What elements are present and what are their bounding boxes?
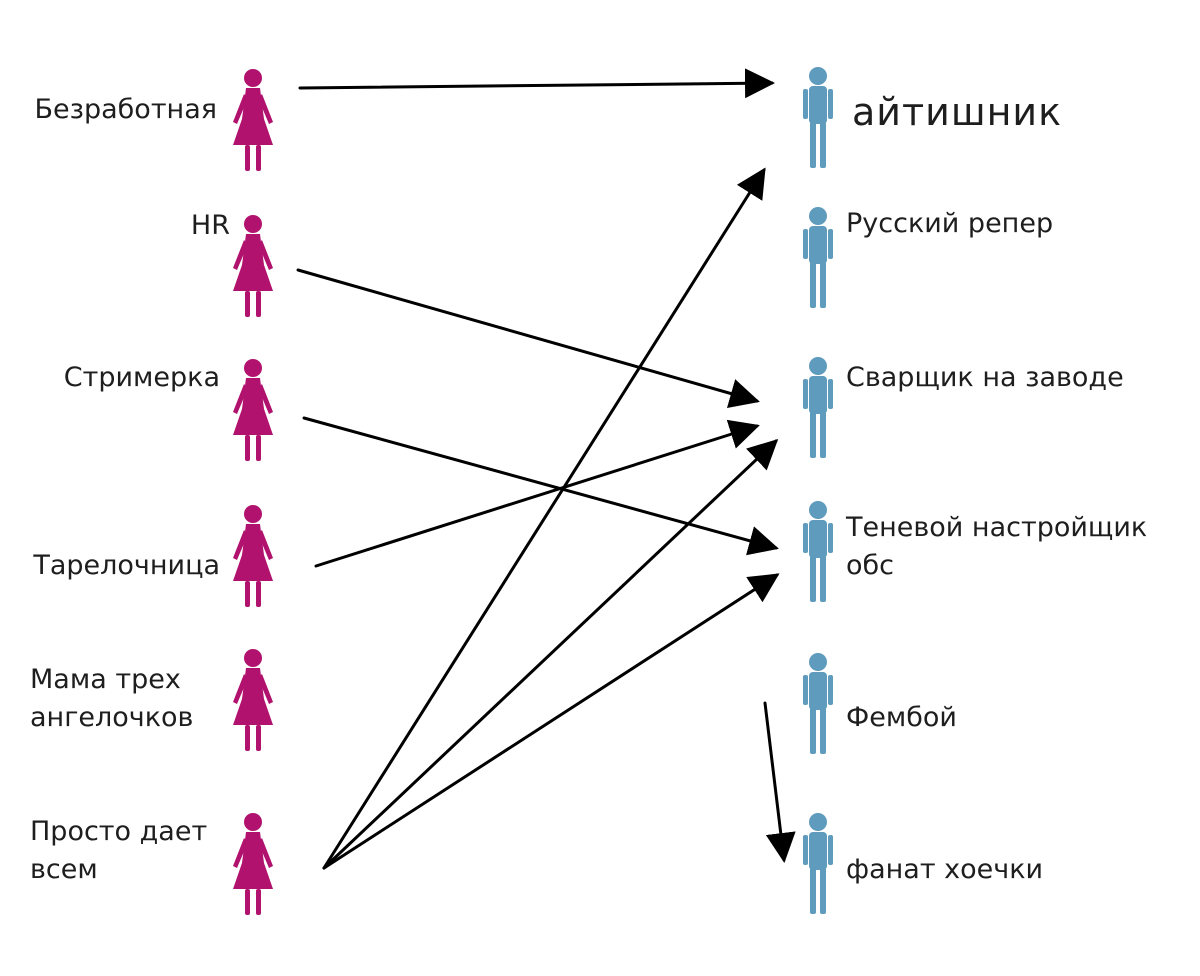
woman-figure-5-icon <box>233 649 273 751</box>
man-figure-5-icon <box>803 653 833 754</box>
arrow-prosto-to-aitishnik <box>322 167 766 870</box>
woman-figure-6-icon <box>233 813 273 915</box>
man-label-fanat: фанат хоечки <box>846 854 1044 885</box>
woman-figure-2-icon <box>233 215 273 317</box>
man-label-tenevoy-line1: Теневой настройщик <box>846 512 1148 543</box>
arrow-bezrabotnaya-to-aitishnik <box>298 68 775 99</box>
arrow-hr-to-svarshchik <box>296 268 760 409</box>
arrow-prosto-to-svarshchik <box>322 438 779 870</box>
woman-label-mama-line1: Мама трех <box>30 664 181 695</box>
man-figure-1-icon <box>803 67 833 168</box>
arrow-femboy-to-fanat <box>763 701 796 863</box>
man-figure-4-icon <box>803 501 833 602</box>
woman-label-tarelochnitsa: Тарелочница <box>33 550 220 581</box>
woman-label-mama-line2: ангелочков <box>30 702 194 733</box>
woman-label-hr: HR <box>190 210 230 241</box>
arrow-strimerka-to-tenevoy <box>302 416 779 556</box>
man-label-aitishnik: айтишник <box>852 90 1063 134</box>
arrow-tarelochnitsa-to-svarshchik <box>314 419 760 568</box>
woman-label-strimerka: Стримерка <box>63 362 220 393</box>
man-label-tenevoy-line2: обс <box>846 550 895 581</box>
man-label-svarshchik: Сварщик на заводе <box>846 362 1124 393</box>
woman-label-prosto-line1: Просто дает <box>30 816 208 847</box>
man-figure-6-icon <box>803 813 833 914</box>
woman-figure-3-icon <box>233 359 273 461</box>
woman-label-prosto-line2: всем <box>30 854 98 885</box>
woman-figure-4-icon <box>233 505 273 607</box>
man-figure-2-icon <box>803 207 833 308</box>
man-figure-3-icon <box>803 357 833 458</box>
man-label-femboy: Фембой <box>846 702 957 733</box>
arrow-prosto-to-tenevoy <box>322 573 780 870</box>
woman-figure-1-icon <box>233 69 273 171</box>
man-label-russkiy-reper: Русский репер <box>846 208 1054 239</box>
woman-label-bezrabotnaya: Безработная <box>34 94 217 125</box>
